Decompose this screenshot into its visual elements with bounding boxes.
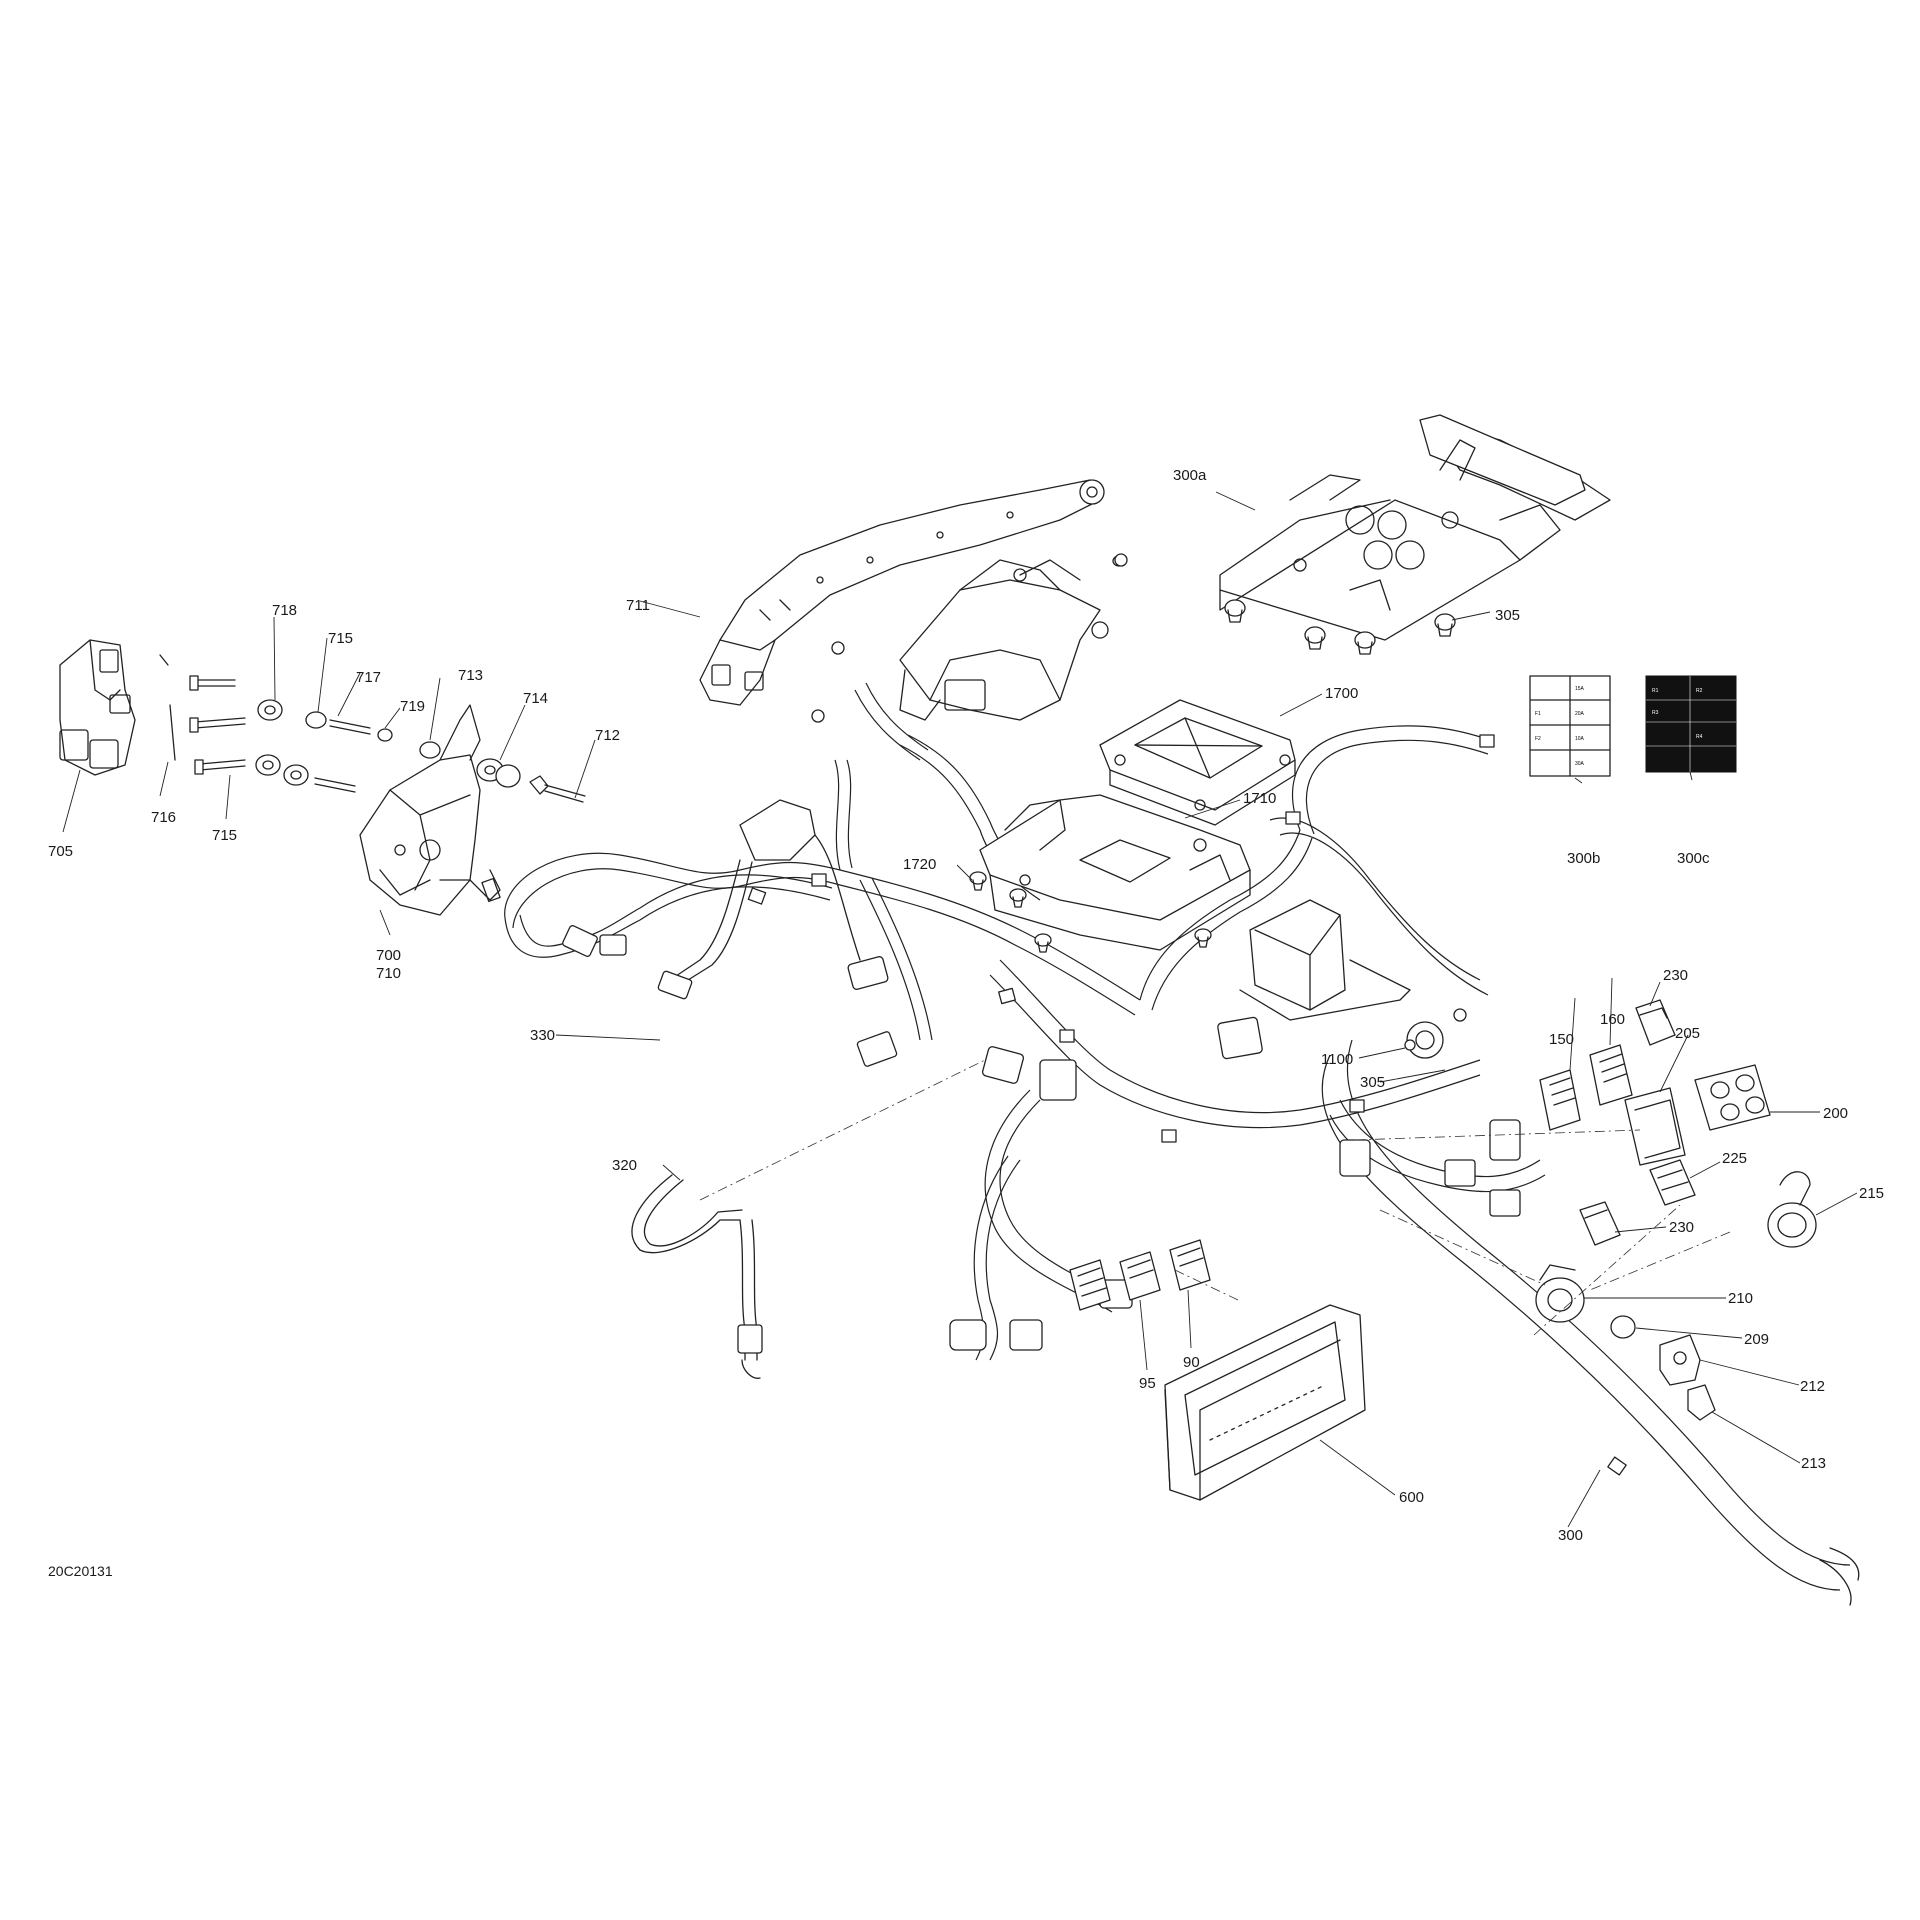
callout-205: 205 xyxy=(1675,1025,1700,1042)
fasteners-715-719 xyxy=(159,654,586,803)
callout-713: 713 xyxy=(458,667,483,684)
part-300b-fuse-decal: 15A 20A 10A 30A F1 F2 xyxy=(1529,675,1611,777)
push-rivets-1720 xyxy=(969,871,1212,953)
callout-600: 600 xyxy=(1399,1489,1424,1506)
callout-90: 90 xyxy=(1183,1354,1200,1371)
part-upper-module-bracket xyxy=(811,553,1128,723)
callout-716: 716 xyxy=(151,809,176,826)
callout-200: 200 xyxy=(1823,1105,1848,1122)
callout-300a: 300a xyxy=(1173,467,1207,484)
callout-717: 717 xyxy=(356,669,381,686)
svg-text:R1: R1 xyxy=(1652,688,1659,694)
drawing-reference-number: 20C20131 xyxy=(48,1563,113,1579)
callout-305-mid: 305 xyxy=(1360,1074,1385,1091)
part-600-instrument-cluster xyxy=(1164,1304,1366,1501)
callout-714: 714 xyxy=(523,690,548,707)
callout-225: 225 xyxy=(1722,1150,1747,1167)
callout-1710: 1710 xyxy=(1243,790,1276,807)
svg-text:R3: R3 xyxy=(1652,710,1659,716)
callout-230-bottom: 230 xyxy=(1669,1219,1694,1236)
part-relay-box xyxy=(1239,899,1467,1059)
callout-1700: 1700 xyxy=(1325,685,1358,702)
part-215-socket xyxy=(1767,1171,1817,1248)
callout-330: 330 xyxy=(530,1027,555,1044)
svg-text:15A: 15A xyxy=(1575,686,1585,692)
harness-connectors xyxy=(562,925,1521,1351)
callout-150: 150 xyxy=(1549,1031,1574,1048)
part-300a-bracket xyxy=(1219,414,1611,641)
svg-text:30A: 30A xyxy=(1575,761,1585,767)
part-320-clip xyxy=(631,1174,763,1379)
callout-300c: 300c xyxy=(1677,850,1710,867)
switch-group-upper xyxy=(1539,999,1771,1246)
callout-711: 711 xyxy=(626,597,650,614)
svg-text:10A: 10A xyxy=(1575,736,1585,742)
part-1100-connector xyxy=(1404,1039,1416,1051)
svg-text:F2: F2 xyxy=(1535,736,1541,742)
svg-text:R4: R4 xyxy=(1696,734,1703,740)
callout-212: 212 xyxy=(1800,1378,1825,1395)
callout-715-top: 715 xyxy=(328,630,353,647)
callout-213: 213 xyxy=(1801,1455,1826,1472)
callout-1720: 1720 xyxy=(903,856,936,873)
callout-1100: 1100 xyxy=(1321,1051,1353,1068)
callout-210: 210 xyxy=(1728,1290,1753,1307)
callout-305-top: 305 xyxy=(1495,607,1520,624)
svg-text:R2: R2 xyxy=(1696,688,1703,694)
part-700-throttle-assembly xyxy=(359,704,501,916)
callout-715-bottom: 715 xyxy=(212,827,237,844)
callout-700: 700 xyxy=(376,947,401,964)
callout-160: 160 xyxy=(1600,1011,1625,1028)
callout-719: 719 xyxy=(400,698,425,715)
part-300c-relay-decal: R1 R2 R3 R4 xyxy=(1645,675,1737,773)
callout-705: 705 xyxy=(48,843,73,860)
part-1710-tray xyxy=(979,794,1251,951)
part-705-switch-bracket xyxy=(59,639,136,776)
svg-text:F1: F1 xyxy=(1535,711,1541,717)
callout-300: 300 xyxy=(1558,1527,1583,1544)
callout-710: 710 xyxy=(376,965,401,982)
part-711-support-arm xyxy=(699,479,1105,706)
callout-230-top: 230 xyxy=(1663,967,1688,984)
callout-209: 209 xyxy=(1744,1331,1769,1348)
callout-712: 712 xyxy=(595,727,620,744)
parts-210-213-key-switch xyxy=(1535,1264,1716,1421)
callout-718: 718 xyxy=(272,602,297,619)
svg-text:20A: 20A xyxy=(1575,711,1585,717)
leader-lines xyxy=(62,491,1858,1528)
callout-320: 320 xyxy=(612,1157,637,1174)
part-1700-ecu xyxy=(1099,699,1296,826)
part-330-sensor xyxy=(657,799,889,1000)
callout-300b: 300b xyxy=(1567,850,1600,867)
callout-215: 215 xyxy=(1859,1185,1884,1202)
switches-95-90 xyxy=(1069,1239,1211,1311)
callout-labels: 300a 305 711 718 715 717 719 713 714 712… xyxy=(48,467,1884,1544)
callout-95: 95 xyxy=(1139,1375,1156,1392)
